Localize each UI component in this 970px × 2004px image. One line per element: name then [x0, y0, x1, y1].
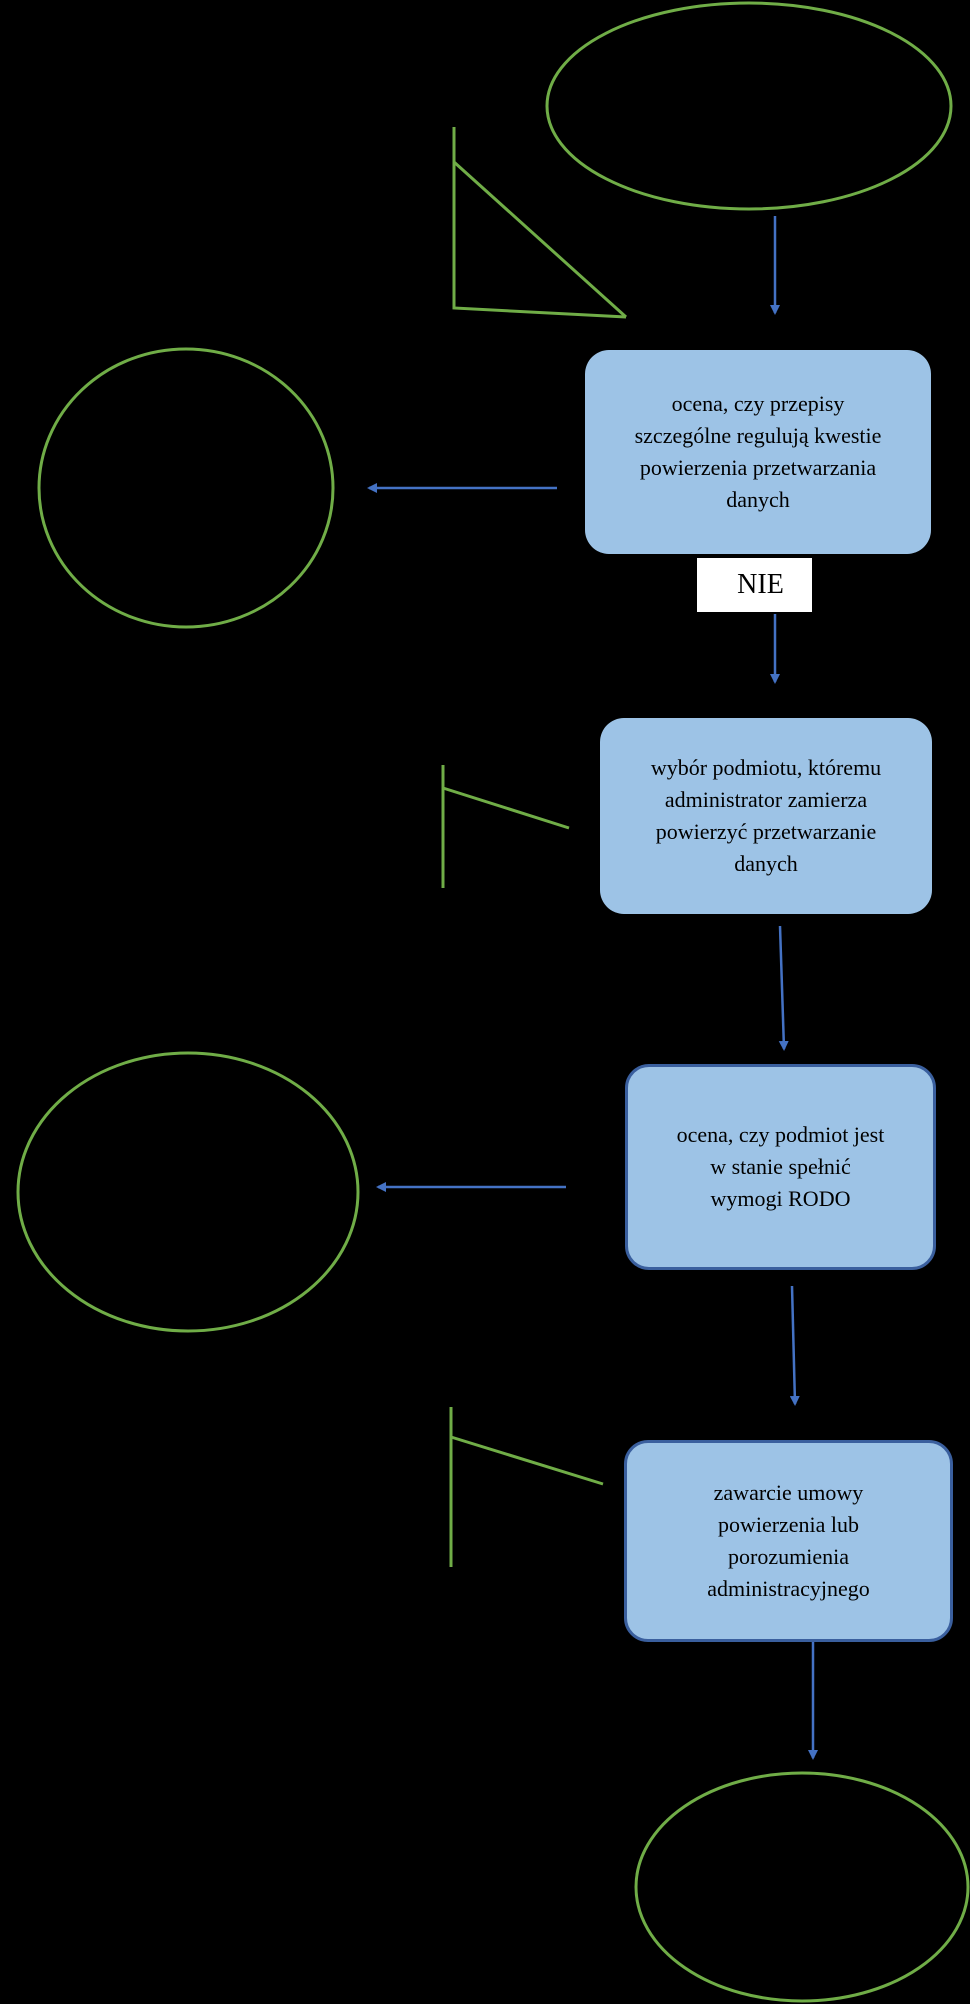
arrow-box2-to-box3	[778, 925, 789, 1051]
callout-line-3-diagonal	[450, 1435, 604, 1486]
arrow-box3-to-box4	[789, 1285, 800, 1406]
process-box-1-text: ocena, czy przepisy szczególne regulują …	[634, 391, 882, 512]
start-ellipse	[545, 1, 953, 211]
decision-label-nie: NIE	[697, 558, 812, 612]
process-box-2-text: wybór podmiotu, któremu administrator za…	[650, 755, 882, 876]
process-box-4-text: zawarcie umowy powierzenia lub porozumie…	[707, 1480, 870, 1601]
process-box-3-text: ocena, czy podmiot jest w stanie spełnić…	[676, 1122, 885, 1211]
process-box-select-processor: wybór podmiotu, któremu administrator za…	[600, 718, 932, 914]
process-box-assess-gdpr-compliance: ocena, czy podmiot jest w stanie spełnić…	[625, 1064, 936, 1270]
process-box-assess-regulations: ocena, czy przepisy szczególne regulują …	[585, 350, 931, 554]
callout-line-2-diagonal	[442, 786, 570, 830]
left-ellipse-2	[16, 1051, 360, 1333]
process-box-conclude-agreement: zawarcie umowy powierzenia lub porozumie…	[624, 1440, 953, 1642]
callout-line-1	[452, 127, 627, 319]
left-ellipse-1	[37, 347, 335, 629]
end-ellipse	[634, 1771, 970, 2003]
callout-line-1-diagonal	[452, 160, 628, 319]
